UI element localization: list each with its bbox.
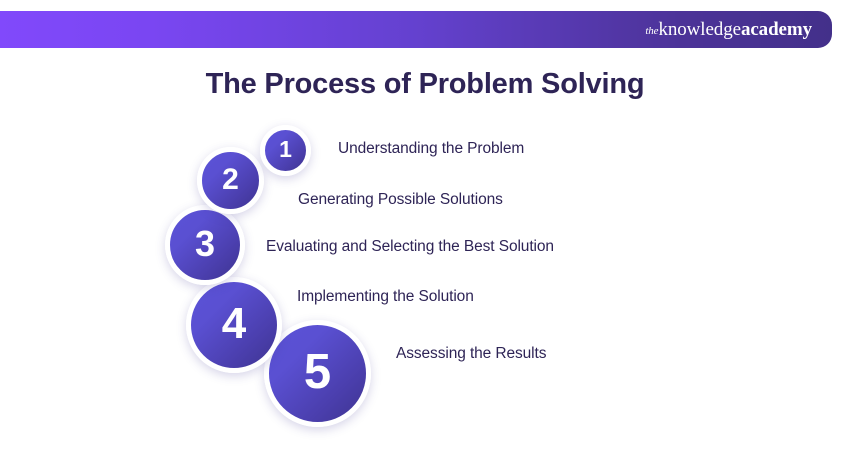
brand-logo-academy: academy	[740, 19, 812, 40]
brand-logo-knowledge: knowledge	[658, 19, 741, 40]
step-number-1: 1	[279, 136, 292, 162]
brand-logo: theknowledgeacademy	[645, 20, 812, 39]
header-banner: theknowledgeacademy	[0, 11, 832, 48]
step-label-1: Understanding the Problem	[338, 140, 525, 157]
step-number-5: 5	[303, 345, 332, 399]
step-circle-3: 3	[165, 205, 245, 285]
step-number-3: 3	[194, 223, 216, 264]
page-title: The Process of Problem Solving	[205, 68, 645, 100]
step-label-2: Generating Possible Solutions	[298, 191, 503, 208]
brand-logo-the: the	[645, 25, 659, 37]
step-label-5: Assessing the Results	[396, 345, 547, 362]
step-label-4: Implementing the Solution	[297, 288, 474, 305]
step-number-2: 2	[222, 162, 239, 196]
step-circle-2: 2	[197, 147, 264, 214]
step-circle-4: 4	[186, 277, 282, 373]
step-number-4: 4	[221, 299, 247, 348]
step-circle-1: 1	[260, 125, 311, 176]
step-circle-5: 5	[264, 320, 371, 427]
step-label-3: Evaluating and Selecting the Best Soluti…	[266, 238, 554, 255]
